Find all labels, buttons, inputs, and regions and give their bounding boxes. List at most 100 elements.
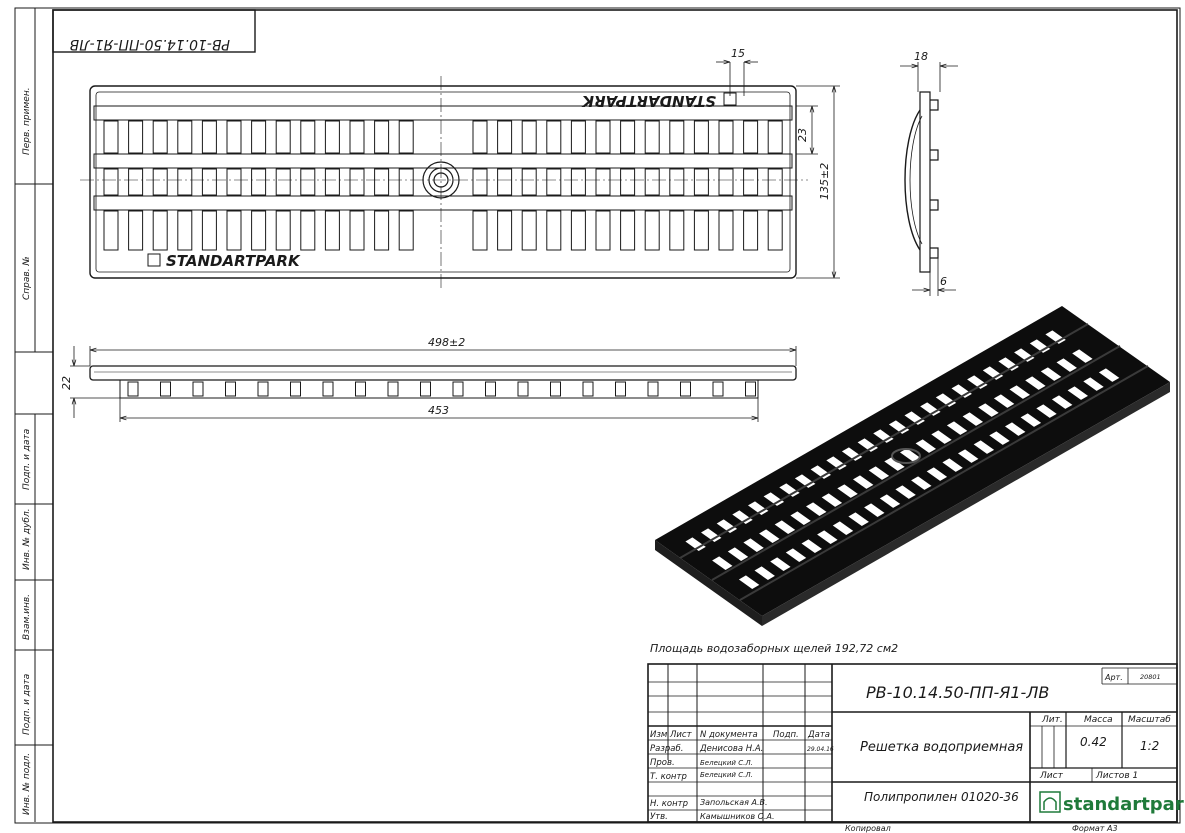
grate-slot: [300, 168, 316, 196]
render-slot: [884, 457, 905, 471]
render-slot: [841, 447, 863, 461]
grate-slot: [177, 210, 193, 251]
render-slot: [868, 466, 890, 480]
side-label-orig: Инв. № подл.: [22, 753, 32, 815]
tb-scale-value: 1:2: [1140, 739, 1159, 753]
tb-row-name-2: Белецкий С.Л.: [700, 771, 753, 779]
tb-scale-label: Масштаб: [1128, 715, 1171, 725]
grate-slot: [398, 210, 414, 251]
render-slot: [732, 510, 753, 524]
grate-slot: [718, 168, 734, 196]
grate-slot: [570, 210, 586, 251]
tb-art-value: 20801: [1140, 673, 1161, 681]
grate-elevation-view: [89, 365, 797, 399]
grate-slot: [595, 210, 611, 251]
render-slot: [958, 449, 979, 463]
render-slot: [801, 539, 822, 553]
tb-sheet-label: Лист: [1039, 771, 1064, 781]
grate-slot: [251, 168, 267, 196]
grate-slot: [275, 210, 291, 251]
tb-row-name-5: Камышников О.А.: [700, 812, 775, 821]
grate-slot: [275, 168, 291, 196]
tb-row-role-5: Утв.: [650, 812, 668, 822]
render-slot: [701, 528, 722, 542]
dim-height: 22: [60, 376, 73, 390]
inner-frame: [52, 9, 1178, 823]
grate-slot: [743, 210, 759, 251]
tb-row-name-1: Белецкий С.Л.: [700, 759, 753, 767]
tb-row-name-4: Запольская А.В.: [700, 798, 768, 807]
render-slot: [1072, 349, 1093, 363]
grate-slot: [669, 120, 685, 154]
grate-slot: [570, 120, 586, 154]
render-slot: [915, 439, 936, 453]
tb-row-role-1: Пров.: [650, 758, 675, 768]
grate-slot: [521, 168, 537, 196]
tb-header-list: Лист: [669, 730, 693, 740]
grate-slot: [226, 210, 242, 251]
grate-slot: [128, 120, 144, 154]
render-slot: [962, 412, 983, 426]
grate-slot: [669, 168, 685, 196]
render-slot: [738, 575, 760, 589]
tb-material: Полипропилен 01020-36: [864, 790, 1019, 804]
grate-slot: [349, 210, 365, 251]
plan-dimensions: [716, 62, 840, 279]
render-slot: [817, 530, 838, 544]
grate-plan-view: [80, 76, 808, 288]
grate-slot: [324, 168, 340, 196]
render-slot: [1009, 385, 1030, 399]
grate-slot: [374, 210, 390, 251]
elevation-feet: [127, 381, 756, 397]
elevation-dim-labels: 498±2 453 22: [60, 336, 465, 417]
dim-grate-width: 135±2: [818, 163, 831, 200]
elevation-foot: [550, 381, 561, 397]
grate-slot: [595, 120, 611, 154]
elevation-dimensions: [70, 346, 797, 422]
render-slot: [864, 503, 885, 517]
render-slot: [806, 502, 827, 516]
grate-slot: [152, 210, 168, 251]
render-slot: [790, 511, 811, 525]
grate-slot: [103, 168, 119, 196]
side-labels: Перв. примен. Справ. № Подп. и дата Инв.…: [22, 87, 32, 815]
top-stamp: РВ-10.14.50-ПП-Я1-ЛВ: [52, 9, 256, 53]
side-label-sign-2: Подп. и дата: [22, 674, 32, 735]
grate-slot: [226, 168, 242, 196]
render-slot: [1056, 358, 1077, 372]
grate-slot: [472, 210, 488, 251]
grate-slot: [177, 168, 193, 196]
render-slot: [942, 458, 963, 472]
render-slot: [1083, 377, 1104, 391]
elevation-foot: [615, 381, 626, 397]
render-slot: [727, 547, 749, 561]
elevation-foot: [647, 381, 659, 397]
tb-row-role-2: Т. контр: [650, 772, 687, 782]
render-slot: [946, 421, 968, 435]
side-label-replace: Взам.инв.: [22, 594, 32, 640]
side-label-ref: Справ. №: [22, 256, 32, 300]
render-slot: [993, 394, 1015, 408]
tb-row-name-0: Денисова Н.А.: [699, 744, 763, 754]
title-block: [647, 663, 1178, 823]
render-slot: [832, 521, 854, 535]
grate-slot: [693, 120, 709, 154]
tb-designation: РВ-10.14.50-ПП-Я1-ЛВ: [866, 683, 1049, 702]
elevation-foot: [127, 381, 139, 397]
render-slot: [1040, 367, 1062, 381]
elevation-foot: [582, 381, 594, 397]
grate-slot: [497, 210, 513, 251]
elevation-foot: [485, 381, 496, 397]
tb-header-date: Дата: [807, 730, 830, 740]
grate-profile-view: [900, 62, 958, 296]
side-label-sign-1: Подп. и дата: [22, 429, 32, 490]
render-slot: [1025, 376, 1046, 390]
render-slot: [754, 566, 775, 580]
render-slot: [716, 519, 738, 533]
grate-slot: [497, 120, 513, 154]
grate-slot: [546, 120, 562, 154]
grate-slot: [226, 120, 242, 154]
grate-logo-top: STANDARTPARK: [581, 92, 716, 110]
render-slot: [748, 501, 769, 515]
